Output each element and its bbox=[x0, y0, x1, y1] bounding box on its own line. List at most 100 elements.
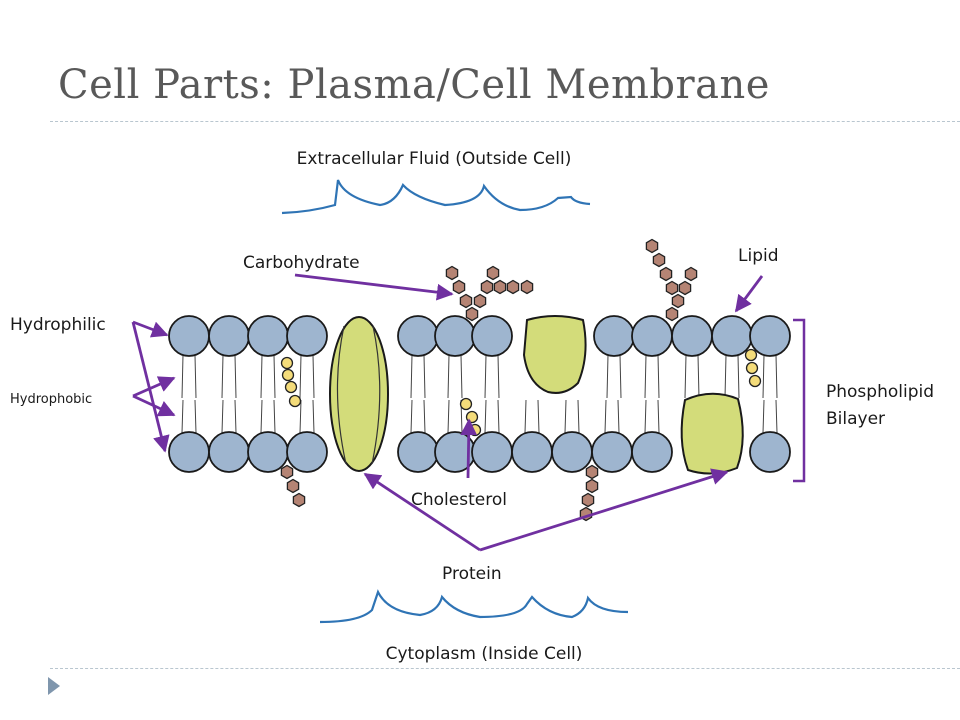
lipid-tail bbox=[260, 399, 263, 434]
carbohydrate-unit bbox=[520, 279, 534, 295]
lipid-tail bbox=[312, 354, 315, 399]
phospholipid-head bbox=[749, 315, 791, 357]
lipid-tail bbox=[537, 399, 540, 434]
phospholipid-head bbox=[671, 315, 713, 357]
carbohydrate-unit bbox=[652, 252, 666, 268]
peripheral-protein-bottom[interactable] bbox=[680, 392, 744, 475]
lipid-tail bbox=[312, 399, 315, 434]
cholesterol-unit bbox=[468, 423, 482, 437]
cholesterol-unit bbox=[284, 380, 298, 394]
lipid-tail bbox=[606, 354, 609, 399]
carbohydrate-unit bbox=[280, 464, 294, 480]
phospholipid-label: Phospholipid bbox=[826, 382, 934, 402]
cytoplasm-label: Cytoplasm (Inside Cell) bbox=[386, 644, 583, 664]
lipid-tail bbox=[684, 354, 687, 399]
cholesterol-unit bbox=[459, 397, 473, 411]
lipid-tail bbox=[604, 399, 607, 434]
lipid-tail bbox=[260, 354, 263, 399]
carbohydrate-label: Carbohydrate bbox=[243, 253, 360, 273]
peripheral-protein-top[interactable] bbox=[522, 315, 587, 394]
lipid-tail bbox=[484, 399, 487, 434]
nav-bullet-icon[interactable] bbox=[48, 677, 60, 695]
lipid-tail bbox=[775, 399, 778, 434]
lipid-tail bbox=[273, 354, 276, 399]
phospholipid-head bbox=[247, 315, 289, 357]
phospholipid-head bbox=[631, 431, 673, 473]
carbohydrate-unit bbox=[665, 306, 679, 322]
lipid-tail bbox=[410, 354, 413, 399]
lipid-tail bbox=[644, 354, 647, 399]
lipid-tail bbox=[410, 399, 413, 434]
lipid-tail bbox=[524, 399, 527, 434]
phospholipid-head bbox=[551, 431, 593, 473]
phospholipid-head bbox=[168, 315, 210, 357]
lipid-arrow bbox=[734, 275, 764, 313]
lipid-tail bbox=[423, 399, 426, 434]
phospholipid-tails bbox=[181, 354, 778, 434]
hydrophilic-arrow-top bbox=[132, 320, 169, 338]
lipid-tail bbox=[447, 399, 450, 434]
hydrophilic-label: Hydrophilic bbox=[10, 315, 106, 335]
lipid-tail bbox=[657, 354, 660, 399]
carbohydrate-unit bbox=[678, 280, 692, 296]
lipid-tail bbox=[299, 399, 302, 434]
protein-label: Protein bbox=[442, 564, 502, 584]
phospholipid-head bbox=[471, 431, 513, 473]
lipid-tail bbox=[657, 399, 660, 434]
cholesterol-unit bbox=[288, 394, 302, 408]
cholesterol-unit bbox=[748, 374, 762, 388]
lipid-tail bbox=[644, 399, 647, 434]
lipid-tail bbox=[775, 354, 778, 399]
carbohydrate-unit bbox=[480, 279, 494, 295]
hydrophobic-arrow-bottom bbox=[132, 394, 176, 417]
lipid-tail bbox=[697, 354, 700, 399]
lipid-tail bbox=[497, 354, 500, 399]
lipid-tail bbox=[447, 354, 450, 399]
hydrophilic-arrow-bottom bbox=[131, 321, 170, 453]
bilayer-label: Bilayer bbox=[826, 409, 885, 429]
carbohydrate-unit bbox=[684, 266, 698, 282]
carbohydrate-unit bbox=[486, 265, 500, 281]
carbohydrate-unit bbox=[445, 265, 459, 281]
lipid-tail bbox=[181, 399, 184, 434]
lipid-tail bbox=[724, 354, 727, 399]
lipid-tail bbox=[194, 354, 197, 399]
lipid-tail bbox=[564, 399, 567, 434]
carbohydrate-unit bbox=[473, 293, 487, 309]
lipid-label: Lipid bbox=[738, 246, 779, 266]
lipid-tail bbox=[762, 399, 765, 434]
carbohydrate-unit bbox=[671, 293, 685, 309]
phospholipid-heads bbox=[168, 315, 791, 473]
lipid-tail bbox=[497, 399, 500, 434]
lipid-tail bbox=[221, 399, 224, 434]
hydrophobic-label: Hydrophobic bbox=[10, 392, 92, 407]
cholesterol-unit bbox=[745, 361, 759, 375]
cholesterol-arrow bbox=[460, 418, 478, 479]
phospholipid-head bbox=[591, 431, 633, 473]
extracellular-wave-icon bbox=[281, 179, 591, 215]
bilayer-bracket-icon bbox=[793, 318, 806, 483]
carbohydrate-unit bbox=[292, 492, 306, 508]
carbohydrate-unit bbox=[665, 280, 679, 296]
lipid-tail bbox=[194, 399, 197, 434]
carbohydrate-unit bbox=[506, 279, 520, 295]
cytoplasm-wave-icon bbox=[319, 589, 629, 624]
carbohydrate-unit bbox=[452, 279, 466, 295]
transmembrane-protein[interactable] bbox=[329, 316, 389, 472]
phospholipid-head bbox=[397, 315, 439, 357]
phospholipid-head bbox=[397, 431, 439, 473]
lipid-tail bbox=[299, 354, 302, 399]
cholesterol-label: Cholesterol bbox=[411, 490, 507, 510]
cholesterol-unit bbox=[744, 348, 758, 362]
carbohydrate-unit bbox=[659, 266, 673, 282]
phospholipid-head bbox=[247, 431, 289, 473]
lipid-tail bbox=[617, 399, 620, 434]
protein-arrow-left bbox=[363, 472, 481, 552]
phospholipid-head bbox=[471, 315, 513, 357]
carbohydrate-unit bbox=[581, 492, 595, 508]
lipid-tail bbox=[234, 354, 237, 399]
lipid-tail bbox=[577, 399, 580, 434]
cholesterol-unit bbox=[281, 368, 295, 382]
phospholipid-head bbox=[168, 431, 210, 473]
